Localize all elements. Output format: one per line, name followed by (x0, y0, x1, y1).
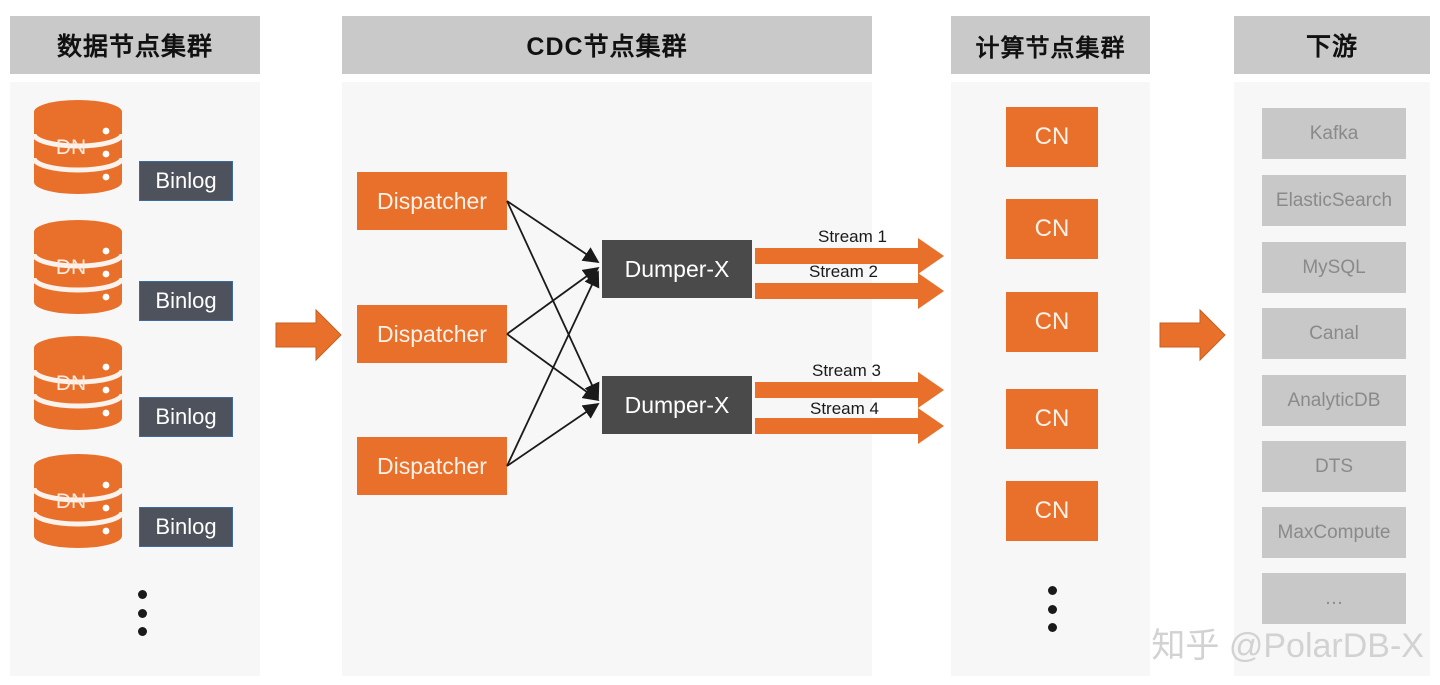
dumper-box: Dumper-X (602, 240, 752, 298)
stream-label: Stream 4 (810, 399, 879, 418)
dispatcher-box: Dispatcher (357, 305, 507, 363)
downstream-target-box: ElasticSearch (1262, 175, 1406, 226)
binlog-box: Binlog (139, 281, 233, 321)
binlog-box: Binlog (139, 507, 233, 547)
compute-node-more-indicator (1048, 586, 1057, 632)
column-title-compute-node-cluster: 计算节点集群 (951, 16, 1150, 74)
cn-box: CN (1006, 389, 1098, 449)
data-node-more-indicator (138, 590, 147, 636)
dispatcher-box: Dispatcher (357, 172, 507, 230)
column-compute-node-cluster: 计算节点集群 (951, 16, 1150, 676)
cn-box: CN (1006, 481, 1098, 541)
dn-cylinder-icon: DN (28, 452, 128, 552)
dot (138, 627, 147, 636)
dot (1048, 586, 1057, 595)
column-body-compute-node-cluster (951, 82, 1150, 676)
downstream-target-box: AnalyticDB (1262, 375, 1406, 426)
dot (138, 590, 147, 599)
cn-box: CN (1006, 199, 1098, 259)
cn-box: CN (1006, 107, 1098, 167)
cn-box: CN (1006, 292, 1098, 352)
downstream-target-box: … (1262, 573, 1406, 624)
downstream-target-box: MaxCompute (1262, 507, 1406, 558)
column-title-downstream: 下游 (1234, 16, 1430, 74)
dot (138, 608, 147, 618)
stream-label: Stream 3 (812, 361, 881, 380)
downstream-target-box: MySQL (1262, 242, 1406, 293)
dumper-box: Dumper-X (602, 376, 752, 434)
downstream-target-box: Kafka (1262, 108, 1406, 159)
stream-label: Stream 1 (818, 227, 887, 246)
binlog-box: Binlog (139, 161, 233, 201)
dn-cylinder-icon: DN (28, 334, 128, 434)
downstream-target-box: DTS (1262, 441, 1406, 492)
dn-cylinder-icon: DN (28, 218, 128, 318)
dot (1048, 623, 1057, 632)
column-title-cdc-node-cluster: CDC节点集群 (342, 16, 872, 74)
dot (1048, 604, 1057, 614)
downstream-target-box: Canal (1262, 308, 1406, 359)
dn-cylinder-icon: DN (28, 98, 128, 198)
stream-label: Stream 2 (809, 262, 878, 281)
binlog-box: Binlog (139, 397, 233, 437)
dispatcher-box: Dispatcher (357, 437, 507, 495)
column-title-data-node-cluster: 数据节点集群 (10, 16, 260, 74)
